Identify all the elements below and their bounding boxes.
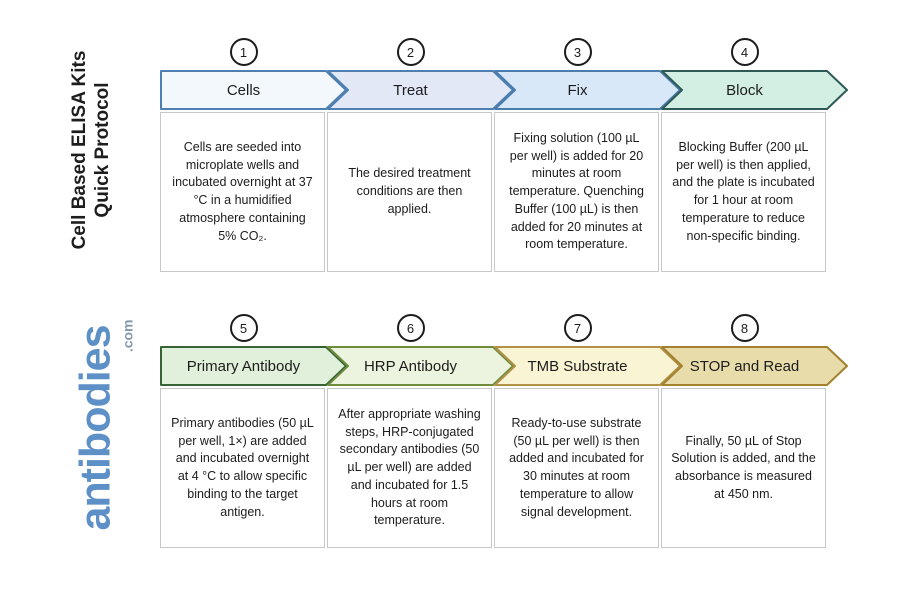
step-label: STOP and Read	[689, 357, 800, 375]
step-description: After appropriate washing steps, HRP-con…	[338, 406, 481, 528]
arrow-shape	[661, 346, 848, 386]
step-description: Cells are seeded into microplate wells a…	[172, 139, 313, 243]
step-arrow: TMB Substrate	[494, 346, 681, 386]
arrow-shape	[160, 346, 347, 386]
step-arrow: Cells	[160, 70, 347, 110]
step-number-badge: 8	[730, 314, 759, 342]
steps-row-2: 5 Primary Antibody Primary antibodies (5…	[160, 314, 870, 548]
step-arrow: Treat	[327, 70, 514, 110]
step-description-box: After appropriate washing steps, HRP-con…	[327, 388, 492, 548]
step-number: 4	[740, 44, 749, 60]
step-description: Fixing solution (100 µL per well) is add…	[509, 130, 644, 252]
arrow-shape	[494, 70, 681, 110]
arrow-shape	[327, 70, 514, 110]
diagram-title-line2: Quick Protocol	[92, 82, 113, 218]
protocol-steps: 1 Cells Cells are seeded into microplate…	[160, 38, 870, 548]
step-column: 1 Cells Cells are seeded into microplate…	[160, 38, 347, 272]
step-description-box: Cells are seeded into microplate wells a…	[160, 112, 325, 272]
step-description-box: Primary antibodies (50 µL per well, 1×) …	[160, 388, 325, 548]
step-column: 5 Primary Antibody Primary antibodies (5…	[160, 314, 347, 548]
step-arrow: Fix	[494, 70, 681, 110]
arrow-shape	[661, 70, 848, 110]
step-label: Treat	[393, 81, 428, 99]
step-number-badge: 6	[396, 314, 425, 342]
step-description-box: Ready-to-use substrate (50 µL per well) …	[494, 388, 659, 548]
step-number: 7	[573, 320, 582, 336]
step-description-box: Fixing solution (100 µL per well) is add…	[494, 112, 659, 272]
brand-logo-text: antibodies	[71, 325, 120, 531]
step-description: Blocking Buffer (200 µL per well) is the…	[672, 139, 815, 243]
step-label: TMB Substrate	[527, 357, 628, 375]
brand-logo: antibodies.com	[71, 319, 136, 531]
step-number-badge: 2	[396, 38, 425, 66]
diagram-title-line1: Cell Based ELISA Kits	[68, 50, 90, 250]
arrow-shape	[160, 70, 347, 110]
step-number: 3	[573, 44, 582, 60]
step-number: 5	[239, 320, 248, 336]
step-label: Primary Antibody	[186, 357, 301, 375]
step-number-badge: 3	[563, 38, 592, 66]
brand-logo-suffix: .com	[119, 319, 136, 353]
steps-row-1: 1 Cells Cells are seeded into microplate…	[160, 38, 870, 272]
step-number-badge: 4	[730, 38, 759, 66]
step-label: Cells	[226, 81, 261, 99]
step-column: 6 HRP Antibody After appropriate washing…	[327, 314, 514, 548]
step-description: Ready-to-use substrate (50 µL per well) …	[509, 415, 644, 519]
step-column: 2 Treat The desired treatment conditions…	[327, 38, 514, 272]
step-description-box: Finally, 50 µL of Stop Solution is added…	[661, 388, 826, 548]
arrow-shape	[327, 346, 514, 386]
step-column: 8 STOP and Read Finally, 50 µL of Stop S…	[661, 314, 848, 548]
step-label: HRP Antibody	[363, 357, 458, 375]
step-arrow: STOP and Read	[661, 346, 848, 386]
step-arrow: HRP Antibody	[327, 346, 514, 386]
step-label: Block	[726, 81, 763, 99]
step-label: Fix	[567, 81, 588, 99]
step-description: The desired treatment conditions are the…	[348, 166, 471, 216]
step-number: 8	[740, 320, 749, 336]
step-arrow: Primary Antibody	[160, 346, 347, 386]
step-column: 7 TMB Substrate Ready-to-use substrate (…	[494, 314, 681, 548]
step-arrow: Block	[661, 70, 848, 110]
step-description-box: The desired treatment conditions are the…	[327, 112, 492, 272]
step-number: 2	[406, 44, 415, 60]
step-description: Finally, 50 µL of Stop Solution is added…	[671, 433, 816, 501]
step-column: 4 Block Blocking Buffer (200 µL per well…	[661, 38, 848, 272]
step-description-box: Blocking Buffer (200 µL per well) is the…	[661, 112, 826, 272]
step-number: 1	[239, 44, 248, 60]
step-number: 6	[406, 320, 415, 336]
diagram-title: Cell Based ELISA Kits Quick Protocol	[68, 51, 114, 250]
step-number-badge: 5	[229, 314, 258, 342]
step-column: 3 Fix Fixing solution (100 µL per well) …	[494, 38, 681, 272]
step-description: Primary antibodies (50 µL per well, 1×) …	[171, 415, 314, 519]
arrow-shape	[494, 346, 681, 386]
step-number-badge: 7	[563, 314, 592, 342]
step-number-badge: 1	[229, 38, 258, 66]
